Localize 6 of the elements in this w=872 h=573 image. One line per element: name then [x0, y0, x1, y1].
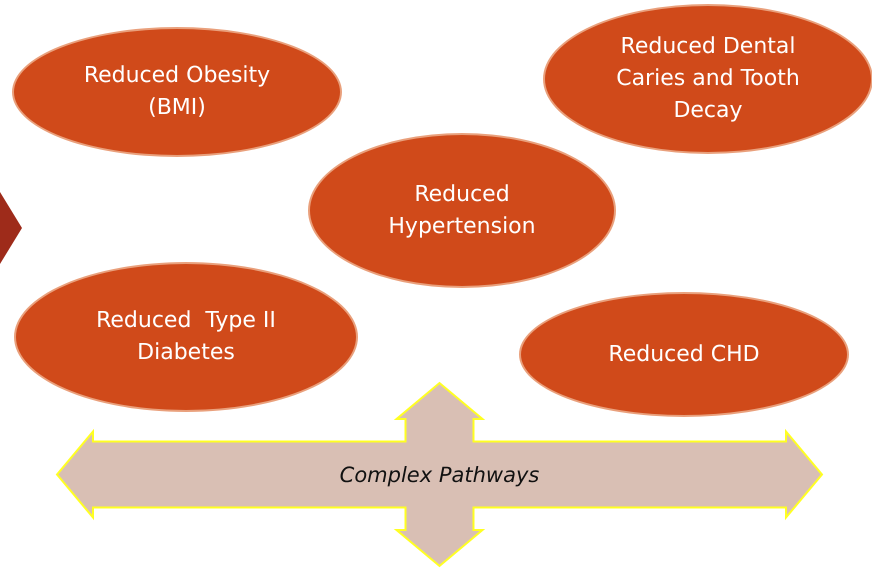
arrow-label: Complex Pathways	[340, 462, 540, 486]
ellipse-node: Reduced Dental Caries and Tooth Decay	[543, 4, 872, 154]
ellipse-node: Reduced CHD	[519, 292, 849, 417]
ellipse-node: Reduced Type II Diabetes	[14, 262, 358, 412]
ellipse-node: Reduced Obesity (BMI)	[12, 27, 342, 157]
ellipse-node: Reduced Hypertension	[308, 133, 616, 288]
